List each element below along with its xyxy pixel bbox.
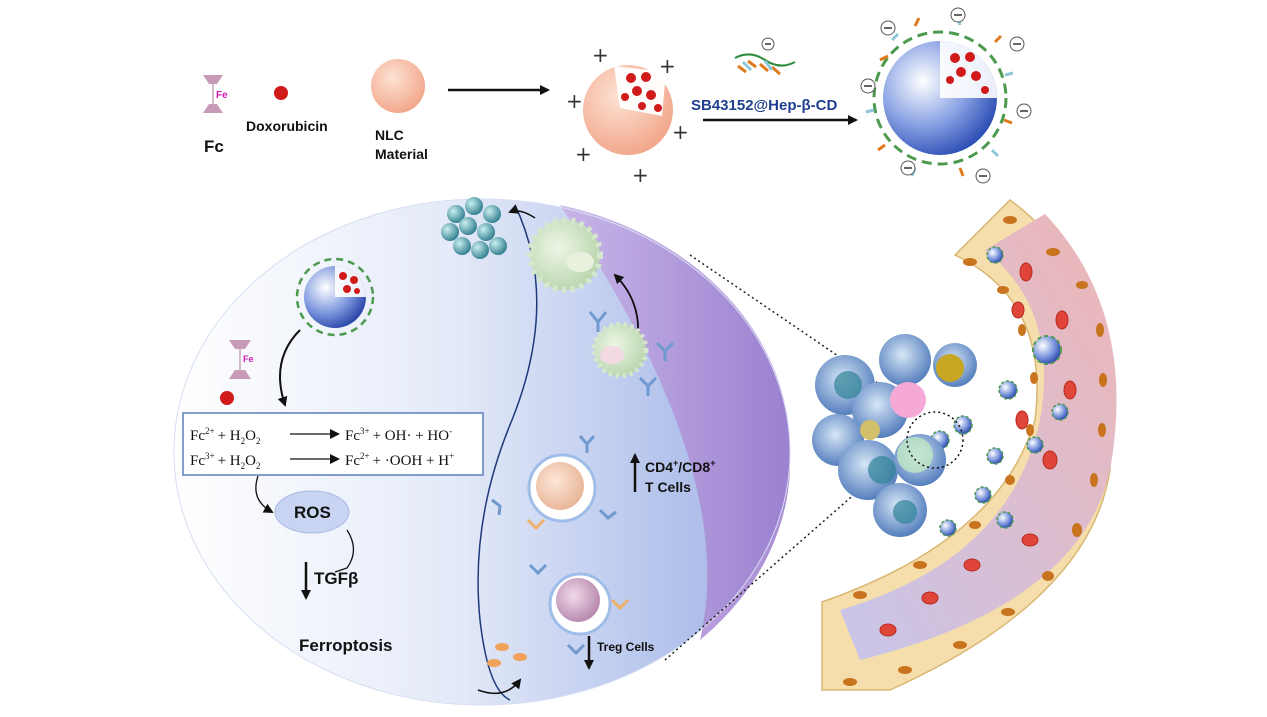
uptake-arrow [477,678,522,695]
tgfb-label: TGFβ [314,569,358,588]
minus-charge [1016,103,1032,119]
plus-charge: + [659,54,676,78]
dying-tumor-cell [527,217,603,293]
plus-charge: + [566,89,583,113]
doxorubicin-label: Doxorubicin [246,118,328,134]
antibody-icon [491,435,617,531]
antibody-icon [528,563,630,656]
antibody-icon [588,311,675,396]
tumor-cell-cluster [812,334,977,537]
activation-arrow [613,273,640,336]
released-ferrocene-icon [229,340,251,379]
minus-charge [900,160,916,176]
nlc-label-line2: Material [375,146,428,162]
nlc-material-icon [371,59,425,113]
ros-to-tgfb-line [334,529,355,573]
teal-cluster [441,197,507,259]
tcell-label-line1: CD4+/CD8+ [645,458,715,475]
released-doxorubicin-icon [220,391,234,405]
doxorubicin-icon [274,86,288,100]
reaction-to-ros-arrow [255,475,274,513]
secretion-arrow [508,204,536,219]
nlc-label-line1: NLC [375,127,404,143]
tcell-label-line2: T Cells [645,479,691,495]
reaction-1: Fc2++ H2O2 [190,426,260,446]
negative-charges [860,7,1032,184]
coated-nanoparticle [872,30,1008,166]
orange-particles [487,643,527,667]
plus-charge: + [575,142,592,166]
fc-label: Fc [204,137,224,156]
plus-charge: + [632,163,649,187]
ferroptosis-label: Ferroptosis [299,636,393,655]
coating-strands [865,16,1014,177]
cd8-t-cell [527,453,597,523]
activated-t-cell [591,321,649,379]
internalized-nanoparticle [295,257,375,337]
ros-node [274,490,350,534]
cell-membrane-curve [477,204,538,701]
plus-charge: + [592,43,609,67]
minus-charge [975,168,991,184]
minus-charge [1009,36,1025,52]
ros-label: ROS [294,503,331,522]
circulating-nanoparticles [930,246,1069,537]
fe-symbol: Fe [216,90,228,101]
reaction-2: Fc3++ H2O2 [190,451,260,471]
blood-vessel [821,199,1117,691]
coating-label: SB43152@Hep-β-CD [691,97,837,114]
loaded-nlc-particle [583,65,673,155]
coating-molecule-icon [734,37,796,76]
minus-charge [880,20,896,36]
reaction-box [182,412,484,476]
positive-charges: + + + + + + [566,43,689,187]
endothelial-nuclei [843,216,1107,686]
release-arrow [277,329,301,407]
reaction-2-products: Fc2++ ·OOH + H+ [345,451,454,469]
plus-charge: + [672,120,689,144]
treg-label: Treg Cells [597,640,655,654]
minus-charge [860,78,876,94]
reaction-1-products: Fc3++ OH· + HO- [345,426,452,444]
treg-cell [548,572,612,636]
released-fe-symbol: Fe [243,354,254,364]
red-blood-cells [879,262,1077,637]
minus-charge [950,7,966,23]
ferrocene-icon [203,75,223,113]
